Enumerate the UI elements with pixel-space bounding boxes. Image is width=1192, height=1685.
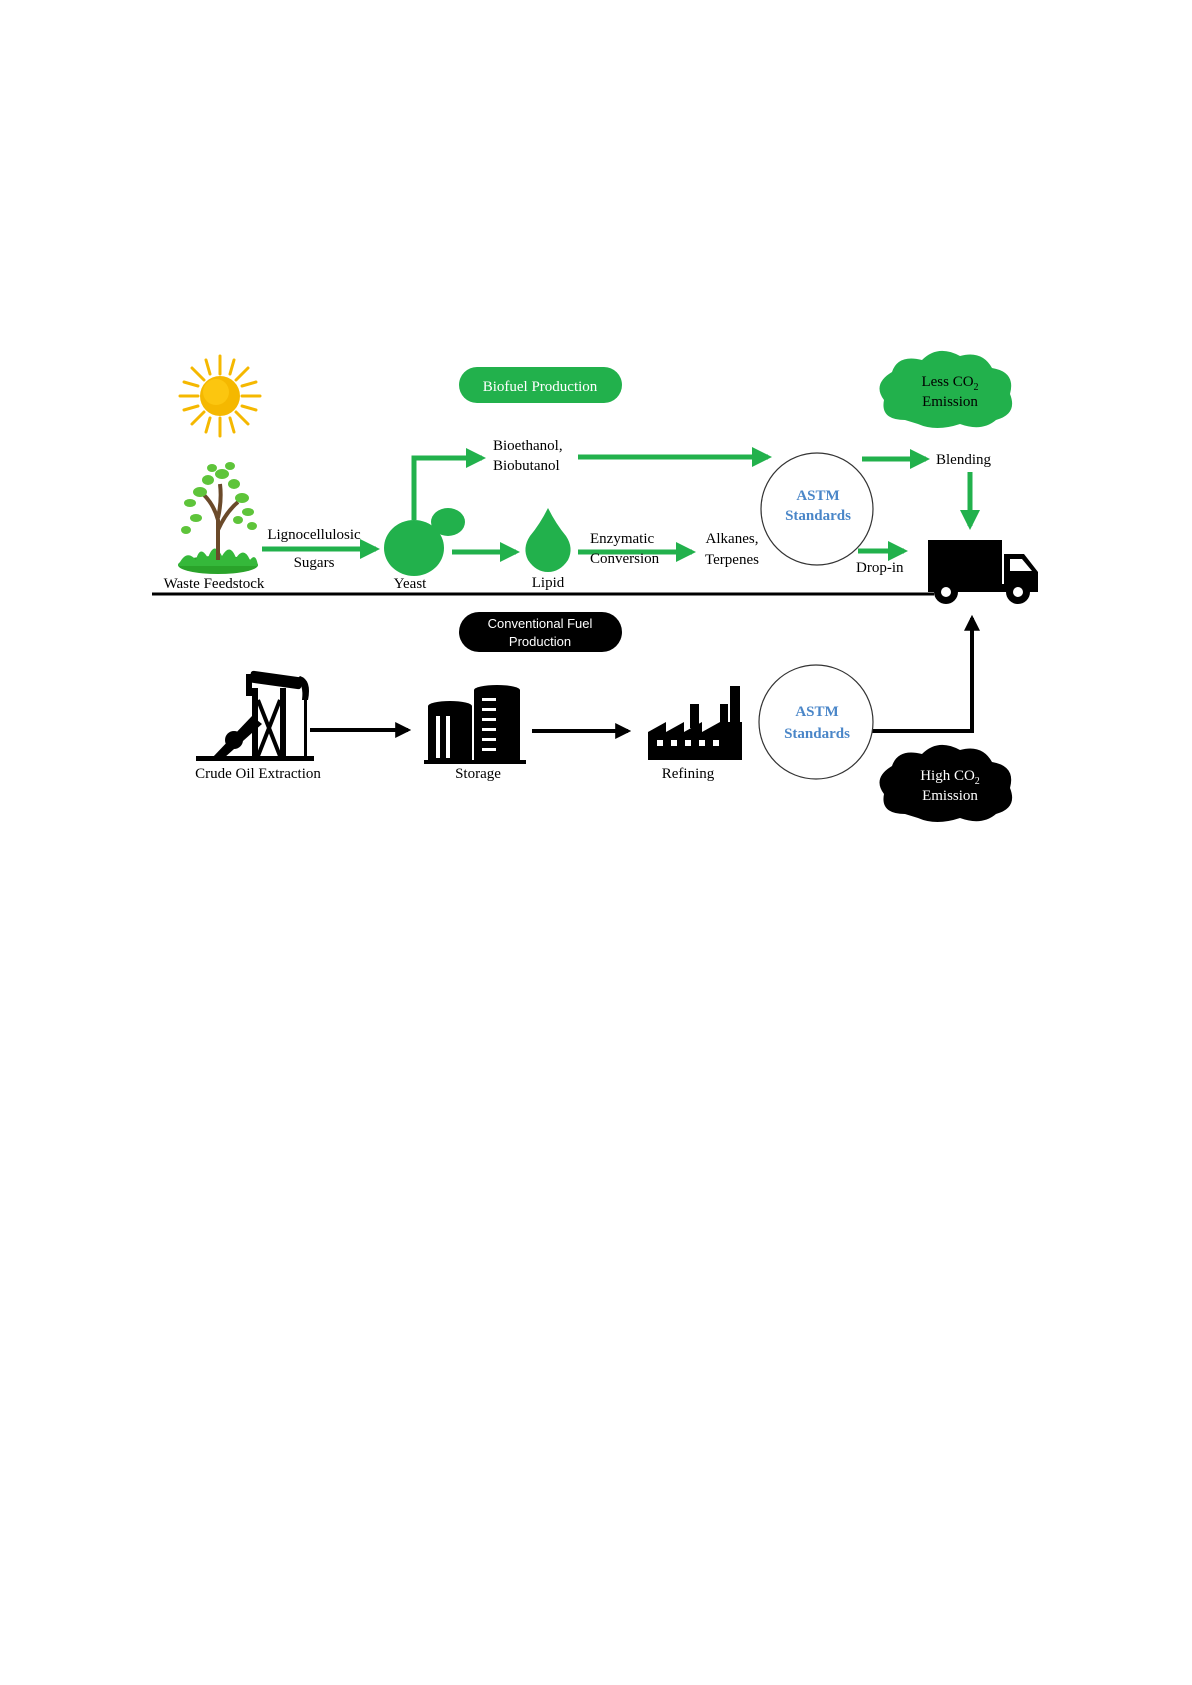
high-co2-cloud: High CO2 Emission bbox=[880, 745, 1013, 822]
high-co2-subscript: 2 bbox=[975, 776, 980, 787]
sun-icon bbox=[180, 356, 260, 436]
arrow-astm-to-truck bbox=[870, 618, 972, 731]
oil-pumpjack-icon bbox=[196, 670, 314, 761]
less-co2-subscript: 2 bbox=[974, 382, 979, 393]
refinery-factory-icon bbox=[648, 686, 742, 760]
lipid-label: Lipid bbox=[532, 575, 565, 591]
lipid-drop-icon bbox=[525, 508, 570, 572]
astm-label: ASTM bbox=[796, 488, 839, 504]
biobutanol-label: Biobutanol bbox=[493, 458, 560, 474]
sugars-label: Sugars bbox=[294, 555, 335, 571]
conventional-production-title: Production bbox=[509, 634, 571, 649]
conversion-label: Conversion bbox=[590, 551, 660, 567]
truck-icon bbox=[928, 540, 1038, 604]
biofuel-production-banner: Biofuel Production bbox=[459, 367, 622, 403]
storage-tanks-icon bbox=[424, 685, 526, 764]
biofuel-production-title: Biofuel Production bbox=[483, 379, 598, 395]
less-co2-label: Less CO bbox=[921, 374, 973, 390]
yeast-cell-icon bbox=[384, 508, 465, 576]
less-co2-cloud: Less CO2 Emission bbox=[880, 351, 1013, 428]
conventional-fuel-title: Conventional Fuel bbox=[488, 616, 593, 631]
high-co2-label: High CO bbox=[920, 768, 975, 784]
bioethanol-label: Bioethanol, bbox=[493, 438, 563, 454]
astm-standards-conventional: ASTM Standards bbox=[759, 665, 873, 779]
yeast-label: Yeast bbox=[394, 576, 427, 592]
lignocellulosic-label: Lignocellulosic bbox=[267, 527, 361, 543]
enzymatic-label: Enzymatic bbox=[590, 531, 654, 547]
astm-label-conventional: ASTM bbox=[795, 704, 838, 720]
waste-feedstock-label: Waste Feedstock bbox=[164, 576, 265, 592]
conventional-production-banner: Conventional Fuel Production bbox=[459, 612, 622, 652]
drop-in-label: Drop-in bbox=[856, 560, 904, 576]
plant-icon bbox=[178, 462, 258, 574]
blending-label: Blending bbox=[936, 452, 991, 468]
standards-label-conventional: Standards bbox=[784, 726, 850, 742]
astm-standards-bio: ASTM Standards bbox=[761, 453, 873, 565]
alkanes-label: Alkanes, bbox=[706, 531, 759, 547]
less-co2-emission-label: Emission bbox=[922, 394, 978, 410]
crude-oil-extraction-label: Crude Oil Extraction bbox=[195, 766, 321, 782]
storage-label: Storage bbox=[455, 766, 501, 782]
high-co2-emission-label: Emission bbox=[922, 788, 978, 804]
refining-label: Refining bbox=[662, 766, 715, 782]
standards-label: Standards bbox=[785, 508, 851, 524]
terpenes-label: Terpenes bbox=[705, 552, 759, 568]
